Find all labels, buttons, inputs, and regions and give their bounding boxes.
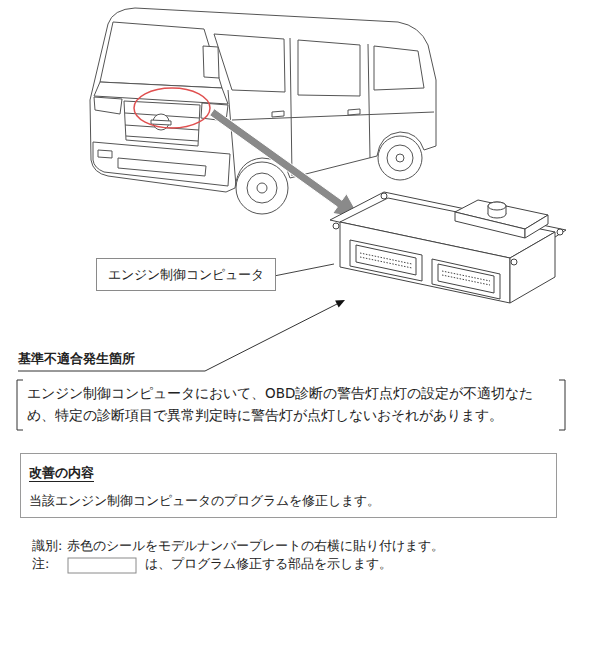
ecu-pins <box>360 253 490 285</box>
ecu-connector-inner <box>356 245 416 275</box>
ecu-knob-top <box>488 202 506 210</box>
headlight <box>94 97 122 114</box>
door-seam <box>290 38 292 176</box>
rear-wheel-hub <box>396 154 404 162</box>
front-door-window <box>214 34 285 92</box>
ecu-knob <box>488 202 506 214</box>
sliding-door-window <box>298 40 360 96</box>
ecu-mount <box>333 223 339 229</box>
door-handle <box>348 109 360 115</box>
mirror <box>203 46 219 78</box>
ecu-connector-inner <box>438 264 494 293</box>
bracket <box>559 380 565 430</box>
door-handle <box>272 111 284 117</box>
windshield <box>100 22 222 88</box>
notice-block: 基準不適合発生箇所エンジン制御コンピュータにおいて、OBD診断の警告灯点灯の設定… <box>15 350 570 426</box>
arrowhead <box>335 300 345 308</box>
ecu-mount <box>381 193 387 199</box>
ecu-front <box>340 222 510 303</box>
front-wheel-hub <box>257 183 267 193</box>
ecu-cover-side <box>525 215 548 238</box>
body-text: エンジン制御コンピュータ <box>107 266 265 283</box>
ecu-mount <box>557 229 563 235</box>
door-seam <box>368 44 370 158</box>
rear-window <box>374 46 424 90</box>
emblem-bar <box>151 120 171 125</box>
front-wheel-rim <box>247 173 277 203</box>
body-text: 当該エンジン制御コンピュータのプログラムを修正します。 <box>29 492 548 509</box>
front-wheel <box>236 162 288 214</box>
location-ellipse <box>134 88 210 128</box>
grille <box>124 101 200 146</box>
label-box: エンジン制御コンピュータ <box>96 258 276 291</box>
body-text: エンジン制御コンピュータにおいて、OBD診断の警告灯点灯の設定が不適切なため、特… <box>15 382 551 426</box>
body-line <box>232 112 434 120</box>
sample-box <box>68 558 136 573</box>
ecu-connector <box>432 259 500 299</box>
note-text: 注: <box>32 556 49 572</box>
rear-wheel <box>378 136 422 180</box>
bumper-vent <box>118 158 206 176</box>
ecu-side <box>510 232 555 303</box>
ecu-mount <box>511 259 517 265</box>
ecu-connector <box>350 240 422 281</box>
leader-line <box>274 264 334 276</box>
identification-note: 識別: 赤色のシールをモデルナンバープレートの右横に貼り付けます。 <box>32 538 444 554</box>
note-text: は、プログラム修正する部品を示します。 <box>145 556 392 572</box>
rear-wheel-rim <box>387 145 413 171</box>
bumper <box>93 142 230 186</box>
heading: 基準不適合発生箇所 <box>15 350 570 368</box>
remedy-box: 改善の内容当該エンジン制御コンピュータのプログラムを修正します。 <box>20 453 557 518</box>
bracket <box>17 380 23 430</box>
heading: 改善の内容 <box>29 464 94 482</box>
fog-lamp <box>98 150 112 158</box>
pointer-arrow <box>210 109 360 218</box>
